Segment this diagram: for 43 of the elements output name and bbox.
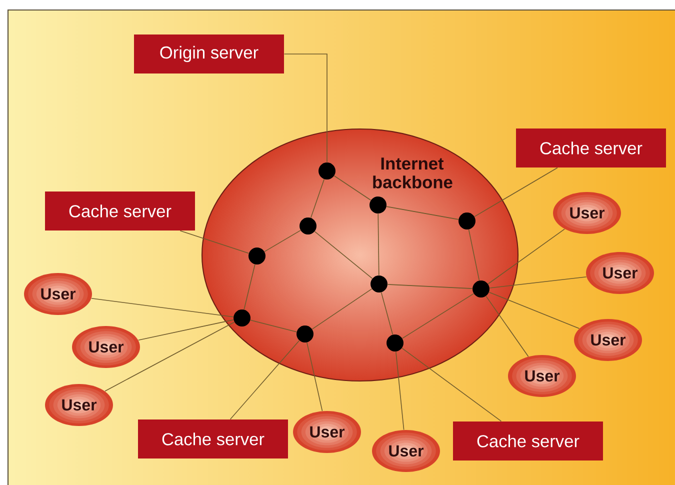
connector-line	[244, 264, 256, 310]
connector-line	[310, 178, 325, 218]
node-dot	[234, 310, 250, 326]
connector-line	[312, 288, 372, 330]
connector-line	[380, 292, 394, 335]
connector-line	[402, 293, 474, 339]
node-dot	[300, 218, 316, 234]
connector-line	[138, 319, 234, 340]
connector-line	[474, 167, 558, 217]
connector-line	[489, 276, 587, 288]
server-box: Cache server	[45, 192, 195, 230]
connector-line	[488, 228, 565, 284]
connector-line	[104, 322, 235, 392]
node-dot	[386, 334, 404, 352]
connector-line	[486, 296, 529, 357]
connector-line	[230, 340, 300, 420]
connector-line	[402, 348, 502, 422]
connector-line	[284, 54, 328, 163]
connector-line	[306, 342, 323, 412]
connector-line	[386, 206, 459, 220]
connector-line	[488, 292, 580, 329]
server-box: Cache server	[453, 422, 603, 460]
connector-line	[250, 320, 297, 332]
node-dot	[296, 326, 314, 342]
connector-line	[314, 231, 373, 279]
node-dot	[472, 280, 490, 298]
connector-line	[264, 230, 301, 252]
connector-line	[387, 284, 473, 289]
connector-line	[468, 229, 480, 281]
connector-line	[378, 213, 380, 276]
connector-line	[334, 175, 372, 201]
node-dot	[248, 248, 266, 264]
node-dot	[458, 212, 476, 230]
node-dot	[370, 196, 386, 214]
server-box: Cache server	[138, 420, 288, 458]
backbone-sphere: Internet backbone	[201, 128, 519, 382]
connector-line	[396, 351, 404, 430]
server-box: Origin server	[134, 34, 284, 74]
connector-line	[180, 230, 250, 254]
node-dot	[318, 162, 336, 180]
connector-line	[91, 298, 234, 318]
server-box: Cache server	[516, 128, 666, 168]
node-dot	[370, 276, 388, 292]
